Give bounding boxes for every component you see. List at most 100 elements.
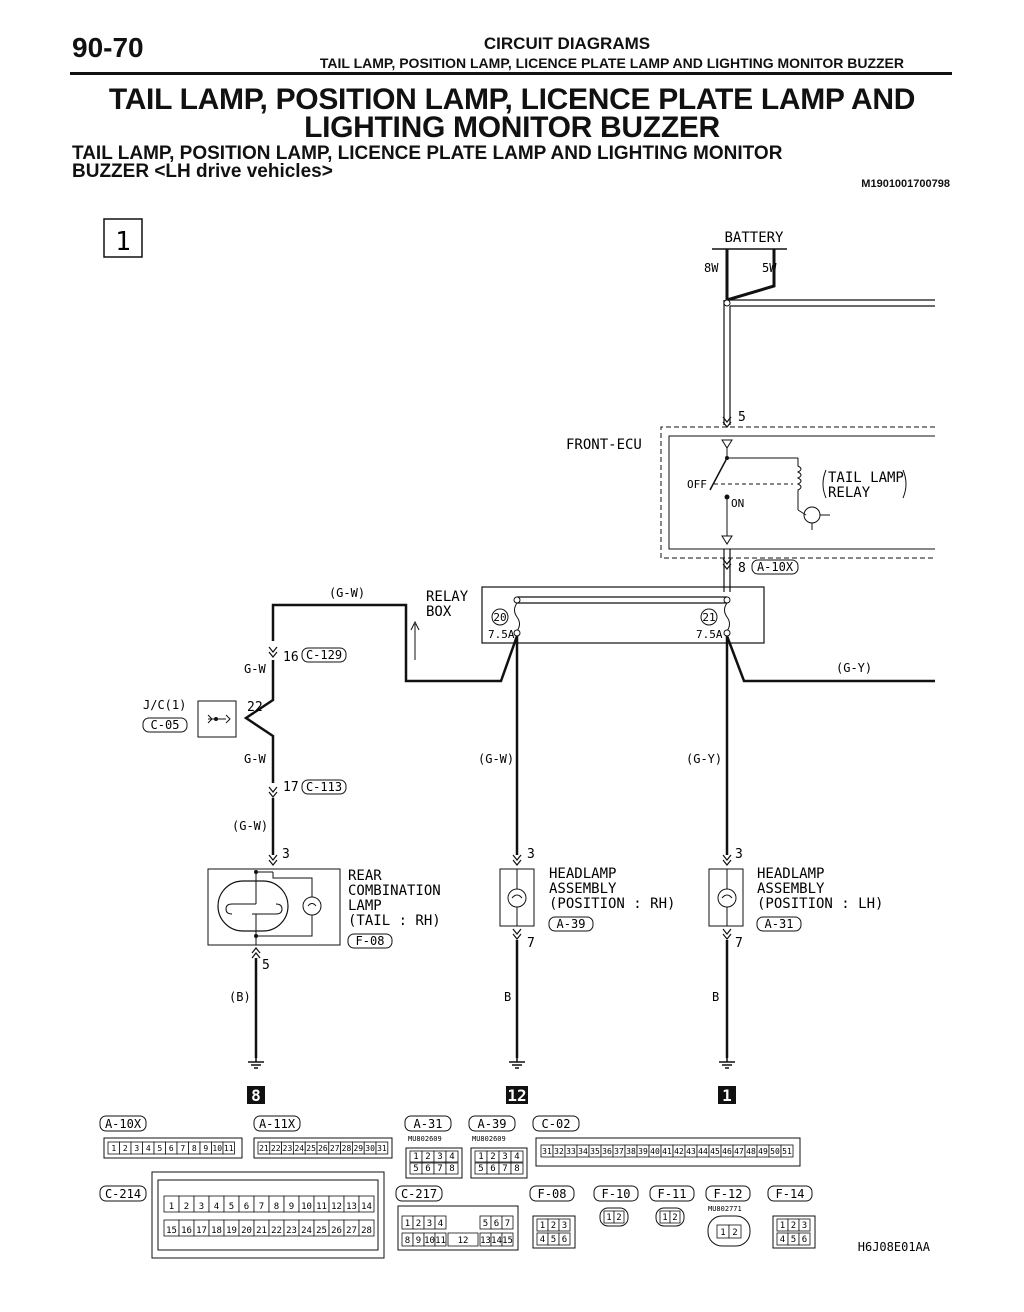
f12-pin-number: 1 xyxy=(720,1228,725,1238)
c214-pin-number: 9 xyxy=(289,1202,294,1212)
wire-label-right: (G-Y) xyxy=(836,661,872,675)
c217-pin-number: 1 xyxy=(405,1219,410,1229)
a11x-pin-number: 25 xyxy=(306,1144,316,1153)
c214-pin xyxy=(358,1219,375,1237)
a39-pin-number: 7 xyxy=(502,1164,507,1174)
connector-f12-label xyxy=(705,1185,751,1202)
a10x-pin-number: 11 xyxy=(224,1144,234,1153)
c217-pin-number: 3 xyxy=(427,1219,432,1229)
page-number: 90-70 xyxy=(72,32,144,63)
a10x-pin-number: 7 xyxy=(180,1144,185,1153)
connector-c05-tag xyxy=(142,717,188,733)
c217-pin-number: 7 xyxy=(505,1219,510,1229)
connector-c214-label xyxy=(99,1185,147,1202)
c02-pin-number: 41 xyxy=(662,1147,672,1156)
svg-text:1: 1 xyxy=(722,1086,732,1105)
c217-pin-number: 15 xyxy=(502,1236,513,1246)
a11x-pin-number: 23 xyxy=(283,1144,293,1153)
c217-pin xyxy=(501,1215,514,1230)
f14-pin-number: 6 xyxy=(802,1235,807,1245)
a31-pin-number: 8 xyxy=(449,1164,454,1174)
f14-pin-number: 2 xyxy=(791,1221,796,1231)
connector-f12-name: F-12 xyxy=(714,1187,743,1201)
c214-pin-number: 23 xyxy=(286,1226,297,1236)
connector-f14-label xyxy=(767,1185,813,1202)
c02-pin-number: 39 xyxy=(638,1147,648,1156)
c214-pin-number: 10 xyxy=(301,1202,312,1212)
c214-pin-number: 6 xyxy=(244,1202,249,1212)
svg-text:A-31: A-31 xyxy=(765,917,794,931)
a39-pin-number: 3 xyxy=(502,1152,507,1162)
f10-pin xyxy=(613,1210,625,1224)
connector-a39-tag xyxy=(548,916,594,932)
connector-c217-name: C-217 xyxy=(401,1187,437,1201)
c214-pin-number: 22 xyxy=(271,1226,282,1236)
a11x-pin-number: 29 xyxy=(353,1144,363,1153)
connector-f12-part: MU802771 xyxy=(708,1205,742,1213)
wire-label-gw2: G-W xyxy=(244,752,266,766)
fuse-21-rating: 7.5A xyxy=(696,628,723,641)
a11x-pin-number: 24 xyxy=(294,1144,304,1153)
section-title: CIRCUIT DIAGRAMS xyxy=(483,34,651,53)
c217-pin-number: 5 xyxy=(483,1219,488,1229)
ground-point-12 xyxy=(506,1086,528,1104)
svg-text:12: 12 xyxy=(507,1086,526,1105)
title-line-2: LIGHTING MONITOR BUZZER xyxy=(304,111,720,144)
c217-pin-number: 8 xyxy=(405,1236,410,1246)
fuse-21-number: 21 xyxy=(702,611,715,624)
jc-pin: 22 xyxy=(247,700,263,715)
c113-pin: 17 xyxy=(283,780,299,795)
a31-pin-number: 3 xyxy=(437,1152,442,1162)
c214-pin-number: 27 xyxy=(346,1226,357,1236)
fuse-20-number: 20 xyxy=(493,611,506,624)
connector-f10-face xyxy=(599,1207,629,1227)
wire-label-gw1: G-W xyxy=(244,662,266,676)
c214-pin-number: 1 xyxy=(169,1202,174,1212)
c02-pin-number: 42 xyxy=(674,1147,684,1156)
a39-pin-number: 8 xyxy=(514,1164,519,1174)
subtitle-line-1: TAIL LAMP, POSITION LAMP, LICENCE PLATE … xyxy=(72,143,783,164)
c02-pin xyxy=(780,1144,794,1158)
c214-pin-number: 4 xyxy=(214,1202,219,1212)
f08-pin-number: 1 xyxy=(540,1221,545,1231)
relay-coil xyxy=(796,458,802,510)
c02-pin-number: 51 xyxy=(782,1147,792,1156)
battery-label: BATTERY xyxy=(724,230,784,246)
c02-pin-number: 46 xyxy=(722,1147,732,1156)
rear-lamp-label-1: REAR xyxy=(348,868,382,884)
rear-lamp-label-2: COMBINATION xyxy=(348,883,441,899)
headlamp-lh-label-2: ASSEMBLY xyxy=(757,881,825,897)
c214-pin-number: 11 xyxy=(316,1202,327,1212)
f14-pin-number: 1 xyxy=(780,1221,785,1231)
connector-c217-face xyxy=(397,1205,519,1251)
connector-a39-label xyxy=(468,1115,516,1132)
a31-pin xyxy=(445,1162,459,1175)
a31-pin-number: 6 xyxy=(425,1164,430,1174)
c217-pin-number: 6 xyxy=(494,1219,499,1229)
front-ecu-outline xyxy=(660,426,935,559)
f10-pin-number: 1 xyxy=(606,1213,611,1223)
connector-f10-name: F-10 xyxy=(602,1187,631,1201)
c217-pin-number: 13 xyxy=(480,1236,491,1246)
jc-label: J/C(1) xyxy=(143,698,186,712)
c217-pin xyxy=(501,1232,514,1247)
battery-fusible-link xyxy=(725,249,776,303)
figure-code: H6J08E01AA xyxy=(858,1240,931,1254)
f11-pin xyxy=(669,1210,681,1224)
switch-on-label: ON xyxy=(731,497,744,510)
a11x-pin-number: 22 xyxy=(271,1144,281,1153)
connector-f12-face xyxy=(707,1215,751,1247)
c214-pin-number: 17 xyxy=(196,1226,207,1236)
ecu-pin-out: 8 xyxy=(738,561,746,576)
f08-pin-number: 3 xyxy=(562,1221,567,1231)
f08-pin-number: 6 xyxy=(562,1235,567,1245)
connector-a31-face xyxy=(405,1147,463,1179)
rear-lamp-label-3: LAMP xyxy=(348,898,382,914)
relay-box-label-1: RELAY xyxy=(426,589,469,605)
a10x-pin-number: 3 xyxy=(134,1144,139,1153)
c02-pin-number: 49 xyxy=(758,1147,768,1156)
connector-c217-label xyxy=(395,1185,443,1202)
connector-a31-tag xyxy=(756,916,802,932)
c217-pin-number: 2 xyxy=(416,1219,421,1229)
